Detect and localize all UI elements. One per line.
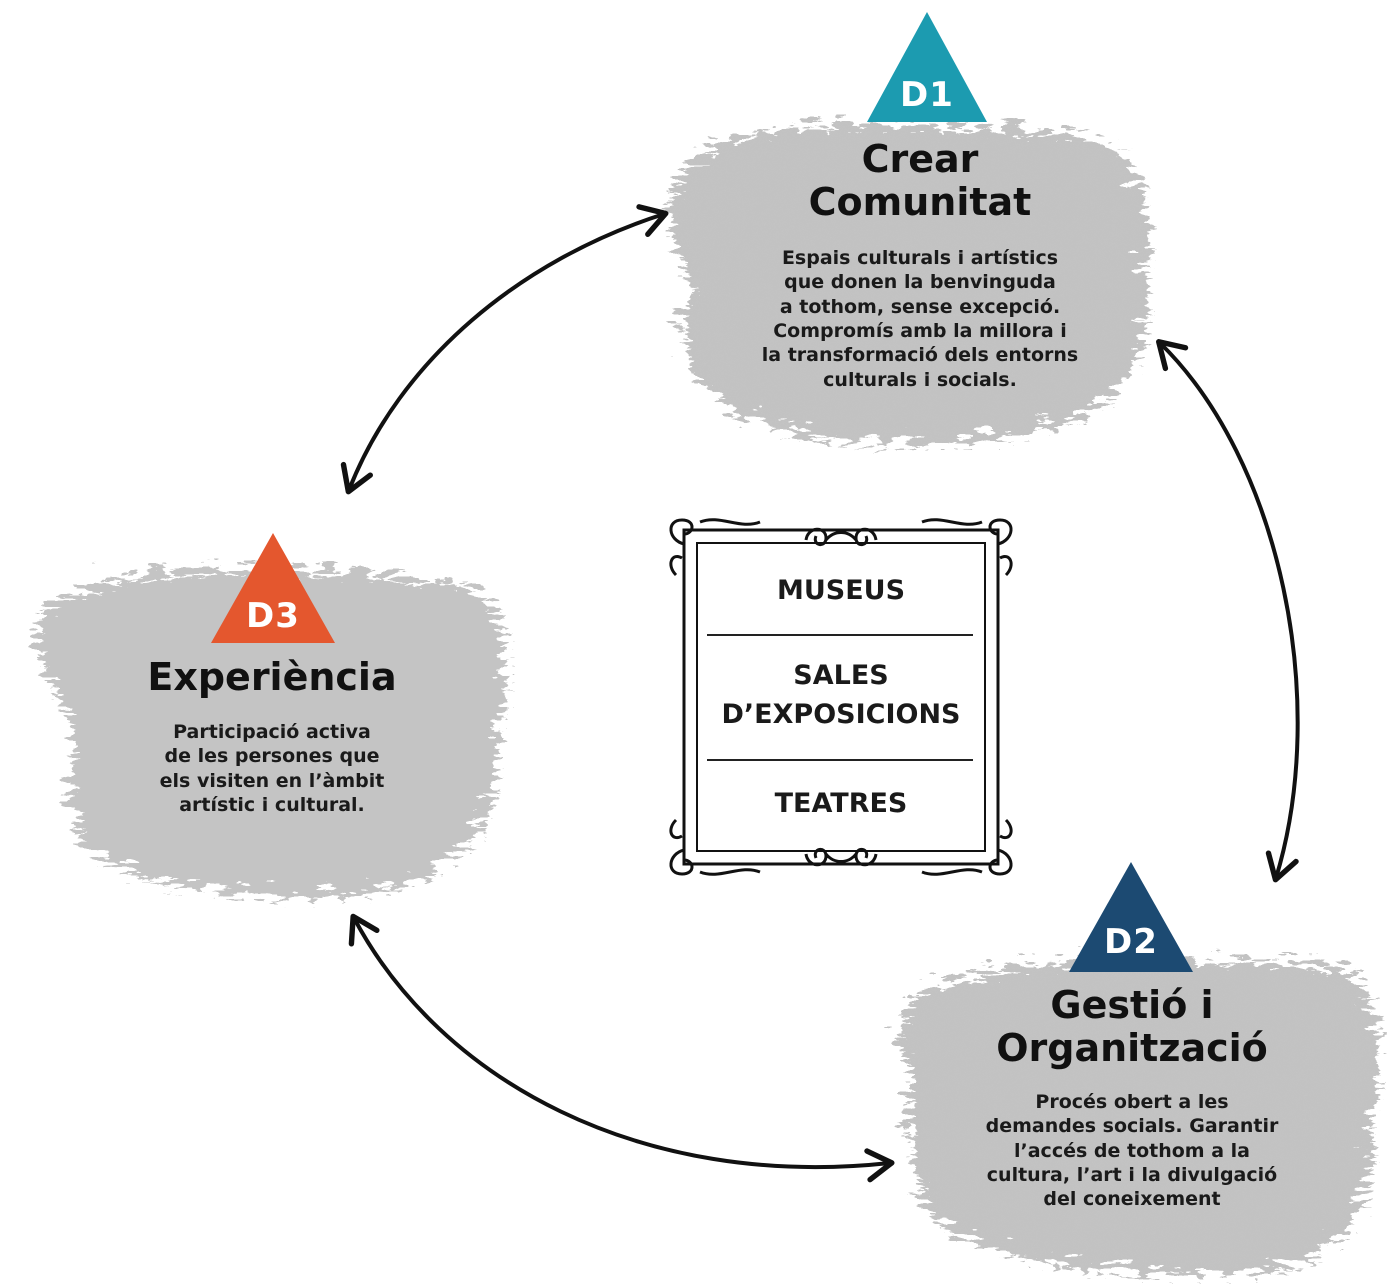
d2-desc-line: Procés obert a les: [1035, 1091, 1229, 1113]
center-item-teatres: TEATRES: [700, 784, 982, 823]
brush-stroke-d3: [29, 561, 498, 889]
d1-title-line: Comunitat: [808, 179, 1032, 224]
d1-tag: D1: [900, 75, 954, 115]
d2-desc-line: cultura, l’art i la divulgació: [986, 1163, 1278, 1186]
arrow-d1-d3: [340, 204, 669, 495]
d1-desc-line: culturals i socials.: [823, 368, 1017, 391]
d3-tag: D3: [246, 596, 300, 636]
center-item-museus: MUSEUS: [700, 571, 982, 610]
triangle-d1: [867, 12, 987, 122]
d3-title-line: Experiència: [147, 655, 397, 699]
d1-desc-line: a tothom, sense excepció.: [779, 295, 1061, 318]
d3-desc-line: els visiten en l’àmbit: [159, 769, 385, 792]
center-item-line: MUSEUS: [776, 575, 906, 606]
d2-title-line: Organització: [996, 1025, 1268, 1070]
d2-title: Gestió i Organització: [932, 984, 1332, 1069]
d3-desc-line: de les persones que: [164, 745, 380, 768]
brush-stroke-d2: [889, 951, 1371, 1267]
d2-description: Procés obert a les demandes socials. Gar…: [932, 1090, 1332, 1212]
brush-stroke-d1: [660, 116, 1140, 437]
arrow-d1-d2: [1156, 339, 1300, 883]
ornate-frame: [669, 518, 1013, 876]
triangle-d3: [211, 533, 335, 643]
center-item-line: D’EXPOSICIONS: [721, 699, 961, 731]
triangle-d2: [1069, 862, 1193, 972]
d1-title: Crear Comunitat: [720, 138, 1120, 223]
arrow-d3-d2: [348, 913, 895, 1183]
d3-description: Participació activa de les persones que …: [122, 720, 422, 817]
center-item-line: TEATRES: [774, 788, 908, 819]
d1-desc-line: Espais culturals i artístics: [781, 247, 1059, 269]
d1-title-line: Crear: [861, 137, 979, 181]
d2-desc-line: demandes socials. Garantir: [985, 1115, 1279, 1138]
d3-desc-line: artístic i cultural.: [179, 793, 365, 816]
d2-desc-line: l’accés de tothom a la: [1014, 1139, 1250, 1162]
center-divider: [707, 759, 973, 761]
d1-desc-line: que donen la benvinguda: [784, 271, 1056, 294]
d2-tag: D2: [1104, 922, 1158, 962]
d2-desc-line: del coneixement: [1043, 1188, 1221, 1211]
center-item-line: SALES: [793, 660, 889, 691]
d2-title-line: Gestió i: [1050, 983, 1214, 1027]
d1-desc-line: la transformació dels entorns: [761, 344, 1079, 367]
d1-description: Espais culturals i artístics que donen l…: [720, 246, 1120, 392]
d1-desc-line: Compromís amb la millora i: [773, 319, 1067, 342]
d3-title: Experiència: [102, 656, 442, 699]
center-item-sales: SALES D’EXPOSICIONS: [700, 656, 982, 734]
d3-desc-line: Participació activa: [173, 721, 371, 743]
center-divider: [707, 634, 973, 636]
